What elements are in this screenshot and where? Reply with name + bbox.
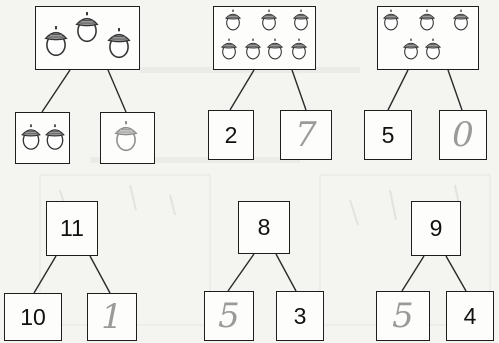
acorn-icon bbox=[424, 38, 442, 60]
tree2-right-handwritten: 7 bbox=[281, 111, 331, 159]
tree5-right-number: 3 bbox=[277, 292, 323, 340]
acorn-icon bbox=[290, 38, 308, 60]
acorn-icon bbox=[266, 38, 284, 60]
tree6-left-box: 5 bbox=[376, 291, 430, 341]
tree4-left-number: 10 bbox=[5, 294, 61, 340]
tree3-left-box: 5 bbox=[364, 110, 412, 160]
tree2-top-box bbox=[213, 6, 316, 70]
tree2-left-box: 2 bbox=[208, 110, 254, 160]
tree3-left-number: 5 bbox=[365, 111, 411, 159]
tree5-left-handwritten: 5 bbox=[205, 292, 253, 340]
acorn-icon bbox=[106, 27, 132, 59]
acorn-icon bbox=[452, 9, 470, 31]
acorn-icon bbox=[260, 9, 278, 31]
tree3-right-handwritten: 0 bbox=[440, 111, 486, 159]
acorn-icon bbox=[44, 123, 66, 151]
acorn-icon bbox=[74, 11, 100, 43]
acorn-icon bbox=[20, 123, 42, 151]
tree6-left-handwritten: 5 bbox=[377, 292, 429, 340]
tree6-top-number: 9 bbox=[412, 202, 460, 255]
tree6-top-box: 9 bbox=[411, 201, 461, 256]
tree4-right-box: 1 bbox=[87, 293, 137, 341]
acorn-icon bbox=[224, 9, 242, 31]
tree1-left-box bbox=[15, 112, 70, 164]
acorn-icon bbox=[244, 38, 262, 60]
acorn-icon bbox=[402, 38, 420, 60]
acorn-icon bbox=[382, 9, 400, 31]
tree5-right-box: 3 bbox=[276, 291, 324, 341]
tree4-left-box: 10 bbox=[4, 293, 62, 341]
tree4-top-box: 11 bbox=[46, 201, 98, 256]
acorn-icon bbox=[292, 9, 310, 31]
tree3-right-box: 0 bbox=[439, 110, 487, 160]
tree1-right-box bbox=[100, 112, 155, 164]
tree2-right-box: 7 bbox=[280, 110, 332, 160]
tree3-top-box bbox=[377, 6, 479, 70]
acorn-icon bbox=[418, 9, 436, 31]
pencil-acorn-icon bbox=[113, 119, 139, 153]
tree5-left-box: 5 bbox=[204, 291, 254, 341]
tree6-right-number: 4 bbox=[447, 292, 493, 340]
tree5-top-number: 8 bbox=[239, 202, 289, 253]
acorn-icon bbox=[43, 25, 69, 57]
acorn-icon bbox=[220, 38, 238, 60]
tree4-right-handwritten: 1 bbox=[88, 294, 136, 340]
tree5-top-box: 8 bbox=[238, 201, 290, 254]
tree2-left-number: 2 bbox=[209, 111, 253, 159]
tree4-top-number: 11 bbox=[47, 202, 97, 255]
tree1-top-box bbox=[35, 6, 140, 70]
tree6-right-box: 4 bbox=[446, 291, 494, 341]
